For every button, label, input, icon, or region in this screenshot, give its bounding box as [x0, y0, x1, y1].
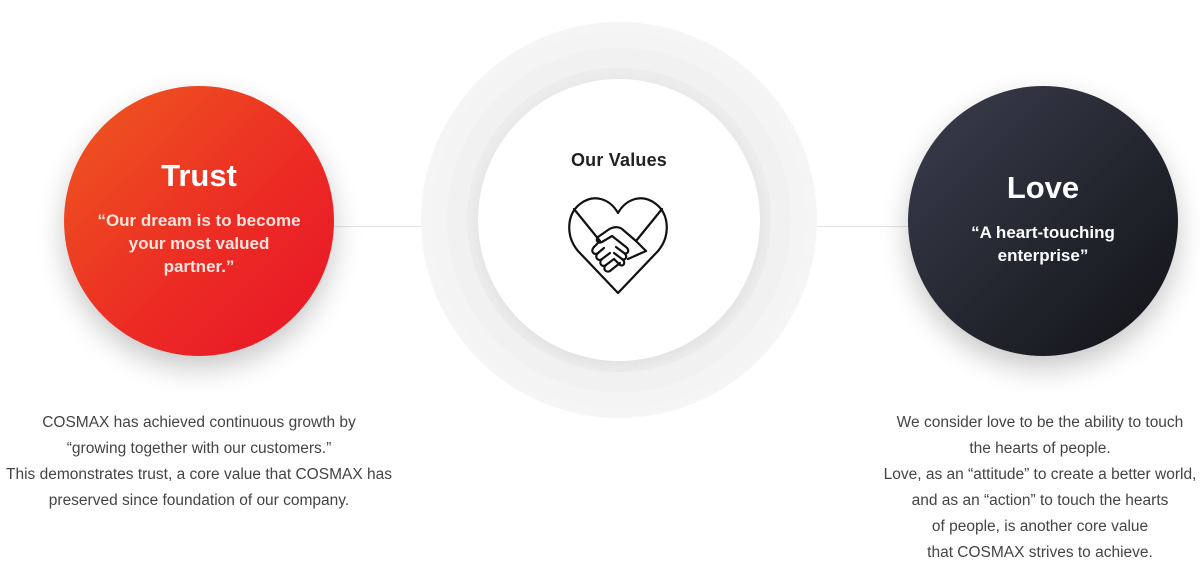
- trust-description-line: preserved since foundation of our compan…: [48, 492, 350, 509]
- love-title: Love: [1006, 170, 1080, 205]
- left-connector-line: [332, 226, 424, 227]
- love-description-line: and as an “action” to touch the hearts: [911, 492, 1169, 509]
- love-description-line: the hearts of people.: [969, 440, 1111, 457]
- love-description-line: We consider love to be the ability to to…: [896, 414, 1184, 431]
- trust-quote: “Our dream is to become your most valued…: [94, 209, 304, 278]
- trust-circle: [64, 86, 334, 356]
- trust-description-line: COSMAX has achieved continuous growth by: [42, 414, 356, 431]
- trust-quote-line: partner.”: [163, 257, 235, 276]
- our-values-title: Our Values: [570, 150, 668, 170]
- our-values-circle: [478, 79, 760, 361]
- trust-description: COSMAX has achieved continuous growth by…: [0, 410, 398, 514]
- trust-quote-line: “Our dream is to become: [97, 211, 301, 230]
- heart-handshake-icon: [568, 197, 668, 295]
- love-circle: [908, 86, 1178, 356]
- love-description: We consider love to be the ability to to…: [880, 410, 1200, 566]
- love-description-line: that COSMAX strives to achieve.: [927, 544, 1153, 561]
- trust-description-line: This demonstrates trust, a core value th…: [6, 466, 392, 483]
- right-connector-line: [816, 226, 910, 227]
- trust-description-line: “growing together with our customers.”: [66, 440, 332, 457]
- love-quote-line: enterprise”: [997, 246, 1089, 265]
- trust-quote-line: your most valued: [128, 234, 270, 253]
- love-quote: “A heart-touching enterprise”: [958, 221, 1128, 267]
- love-quote-line: “A heart-touching: [971, 223, 1115, 242]
- love-description-line: Love, as an “attitude” to create a bette…: [883, 466, 1197, 483]
- love-description-line: of people, is another core value: [931, 518, 1149, 535]
- trust-title: Trust: [161, 158, 237, 193]
